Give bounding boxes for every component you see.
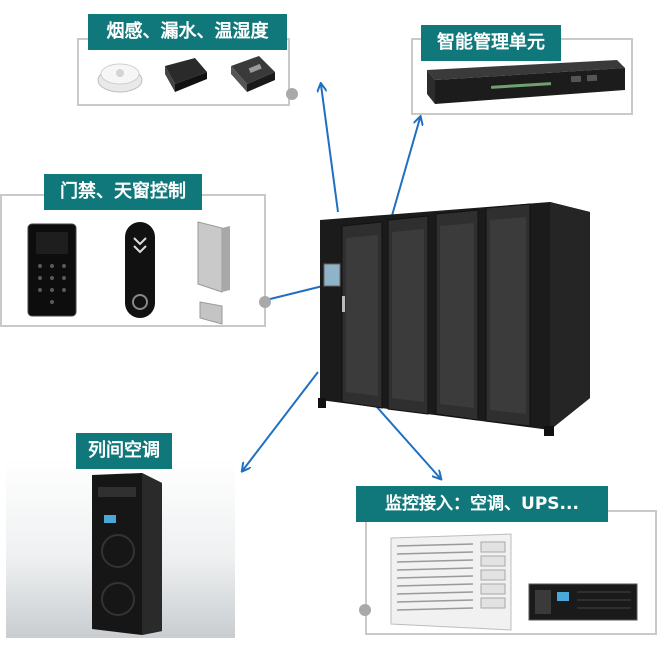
water-leak-sensor-icon <box>165 58 207 92</box>
magnetic-lock-icon <box>197 221 230 325</box>
sensors-label: 烟感、漏水、温湿度 <box>88 14 287 50</box>
exit-button-icon <box>125 222 155 318</box>
monitoring-connector-dot <box>359 604 371 616</box>
management-unit-label: 智能管理单元 <box>421 25 561 61</box>
micro-datacenter-cabinet-image <box>318 202 590 436</box>
access-control-panel <box>0 194 266 327</box>
row-ac-label: 列间空调 <box>76 433 172 469</box>
access-control-label: 门禁、天窗控制 <box>44 174 202 210</box>
row-ac-photo <box>6 459 235 638</box>
air-conditioner-unit-icon <box>390 533 512 631</box>
monitoring-label: 监控接入：空调、UPS... <box>356 486 608 522</box>
temperature-humidity-sensor-icon <box>231 56 275 92</box>
access-control-connector-dot <box>259 296 271 308</box>
arrow-to-sensors <box>321 85 339 213</box>
monitoring-panel <box>365 510 657 635</box>
arrow-to-row-ac <box>243 371 319 470</box>
row-ac-unit-icon <box>92 473 162 635</box>
keypad-reader-icon <box>27 223 77 317</box>
ups-unit-icon <box>528 583 638 621</box>
smoke-detector-icon <box>97 63 143 93</box>
management-unit-device-icon <box>427 60 625 104</box>
sensors-connector-dot <box>286 88 298 100</box>
